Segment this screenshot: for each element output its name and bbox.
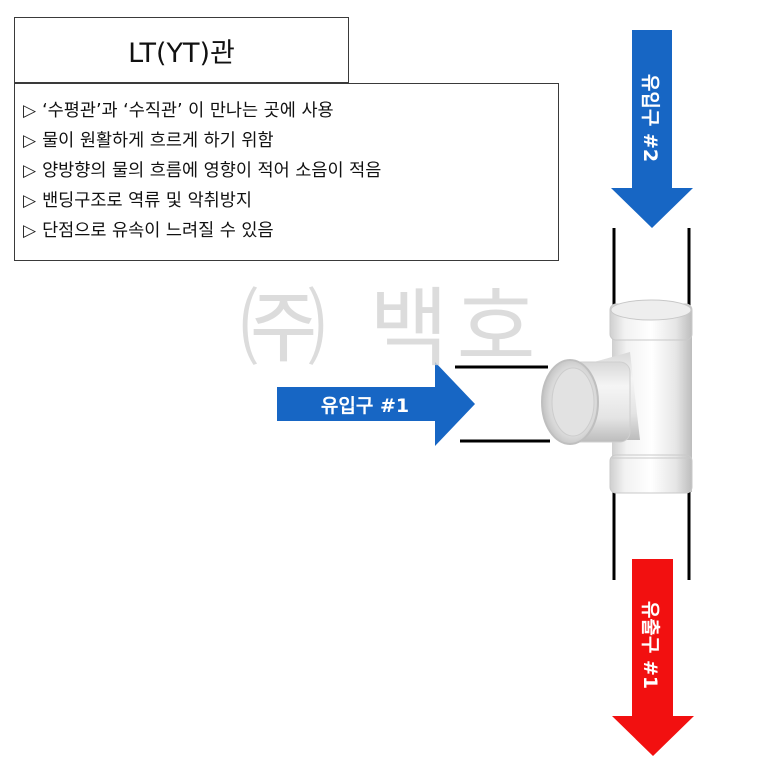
outlet1-arrow xyxy=(612,559,694,756)
description-item: ▷ 단점으로 유속이 느려질 수 있음 xyxy=(23,216,550,246)
wye-pipe-fitting-image xyxy=(541,299,693,494)
description-text: ‘수평관’과 ‘수직관’ 이 만나는 곳에 사용 xyxy=(42,101,334,121)
description-text: 물이 원활하게 흐르게 하기 위함 xyxy=(42,131,274,151)
inlet2-label: 유입구 #2 xyxy=(639,73,662,163)
page-title: LT(YT)관 xyxy=(128,37,235,69)
description-text: 밴딩구조로 역류 및 악취방지 xyxy=(42,191,252,211)
title-box: LT(YT)관 xyxy=(14,17,349,83)
description-box: ▷ ‘수평관’과 ‘수직관’ 이 만나는 곳에 사용 ▷ 물이 원활하게 흐르게… xyxy=(14,83,559,261)
triangle-bullet-icon: ▷ xyxy=(23,161,37,181)
company-watermark: ㈜ 백호 xyxy=(240,279,544,379)
triangle-bullet-icon: ▷ xyxy=(23,191,37,211)
description-text: 양방향의 물의 흐름에 영향이 적어 소음이 적음 xyxy=(42,161,382,181)
triangle-bullet-icon: ▷ xyxy=(23,221,37,241)
inlet1-arrow xyxy=(277,362,475,446)
triangle-bullet-icon: ▷ xyxy=(23,101,37,121)
triangle-bullet-icon: ▷ xyxy=(23,131,37,151)
description-item: ▷ ‘수평관’과 ‘수직관’ 이 만나는 곳에 사용 xyxy=(23,96,550,126)
description-item: ▷ 물이 원활하게 흐르게 하기 위함 xyxy=(23,126,550,156)
outlet1-label: 유출구 #1 xyxy=(639,600,662,690)
inlet2-arrow xyxy=(611,30,693,228)
description-text: 단점으로 유속이 느려질 수 있음 xyxy=(42,221,274,241)
inlet1-label: 유입구 #1 xyxy=(320,394,410,417)
description-item: ▷ 양방향의 물의 흐름에 영향이 적어 소음이 적음 xyxy=(23,156,550,186)
description-item: ▷ 밴딩구조로 역류 및 악취방지 xyxy=(23,186,550,216)
